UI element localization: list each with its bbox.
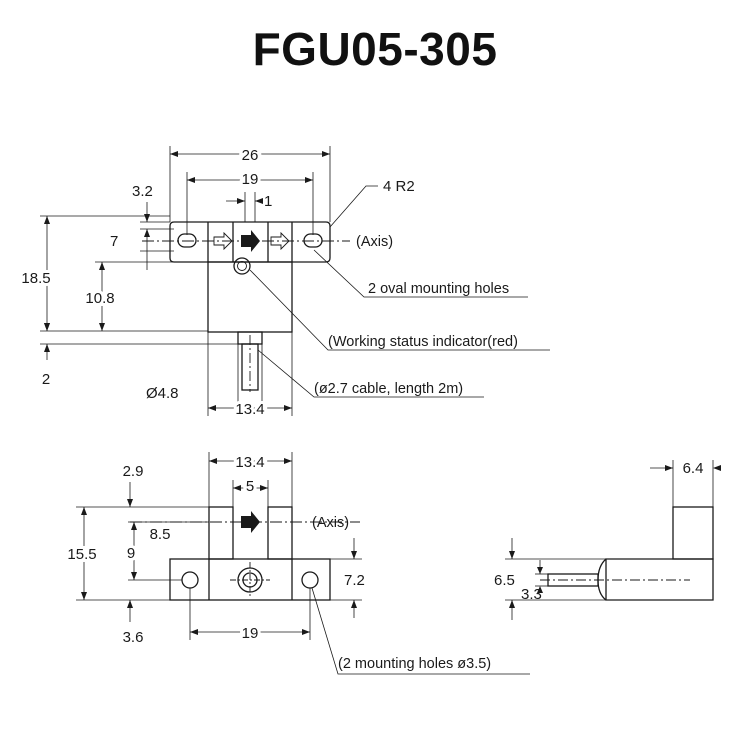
front-arm-left — [208, 506, 234, 560]
dim-side-cable-height: 6.5 — [494, 572, 515, 589]
dim-tab-height: 7 — [110, 233, 118, 250]
front-axis-arrow — [241, 511, 260, 533]
dim-side-cable-offset: 3.3 — [521, 586, 542, 603]
arrow-hollow-left — [213, 231, 233, 251]
top-view — [142, 221, 350, 392]
callout-indicator: (Working status indicator(red) — [328, 334, 518, 350]
arrow-hollow-right — [270, 231, 290, 251]
front-view-dimensions: 13.4 5 15.5 2.9 8.5 9 7.2 3 — [64, 451, 365, 646]
page-title: FGU05-305 — [252, 23, 498, 75]
dim-side-width: 6.4 — [683, 460, 704, 477]
mount-hole-left — [181, 571, 199, 589]
dim-tab-offset: 3.2 — [132, 183, 153, 200]
dim-front-base-height: 9 — [127, 545, 135, 562]
front-view — [130, 506, 360, 601]
callout-axis-top: (Axis) — [356, 234, 393, 250]
dim-slot-gap: 1 — [264, 193, 272, 210]
top-body — [207, 261, 293, 333]
dim-width-total: 26 — [242, 147, 259, 164]
dim-front-arm-height: 8.5 — [150, 526, 171, 543]
callout-axis-front: (Axis) — [312, 515, 349, 531]
dim-slot-span: 19 — [242, 171, 259, 188]
indicator-led — [233, 257, 251, 275]
top-view-dimensions: 26 19 1 3.2 7 18.5 10.8 — [18, 144, 331, 421]
side-upper-arm — [672, 506, 714, 560]
callout-oval-holes: 2 oval mounting holes — [368, 281, 509, 297]
dim-front-total-height: 15.5 — [67, 546, 96, 563]
dim-total-height: 18.5 — [21, 270, 50, 287]
front-base — [169, 558, 331, 601]
dim-front-hole-height: 7.2 — [344, 572, 365, 589]
dim-body-width: 13.4 — [235, 401, 264, 418]
oval-hole-right — [303, 233, 323, 248]
mount-hole-right — [301, 571, 319, 589]
dim-cable-dia: Ø4.8 — [146, 385, 179, 402]
top-view-callouts: 4 R2 (Axis) 2 oval mounting holes (Worki… — [249, 178, 550, 398]
front-view-callouts: (Axis) (2 mounting holes ø3.5) — [311, 515, 530, 675]
top-flange-outline — [169, 221, 331, 263]
side-view-dimensions: 6.4 6.5 3.3 — [494, 460, 721, 620]
callout-mount-holes: (2 mounting holes ø3.5) — [338, 656, 491, 672]
callout-corner-radius: 4 R2 — [383, 178, 415, 195]
dim-indicator-height: 10.8 — [85, 290, 114, 307]
arrow-solid — [241, 230, 260, 252]
side-base — [605, 558, 714, 601]
dim-front-hole-span: 19 — [242, 625, 259, 642]
dim-front-body-width: 13.4 — [235, 454, 264, 471]
dim-front-slot-width: 5 — [246, 478, 254, 495]
dim-cable-offset: 2 — [42, 371, 50, 388]
side-view — [540, 506, 714, 601]
dim-front-bottom-offset: 3.6 — [123, 629, 144, 646]
dim-front-arm-offset: 2.9 — [123, 463, 144, 480]
callout-cable: (ø2.7 cable, length 2m) — [314, 381, 463, 397]
oval-hole-left — [177, 233, 197, 248]
front-arm-right — [267, 506, 293, 560]
